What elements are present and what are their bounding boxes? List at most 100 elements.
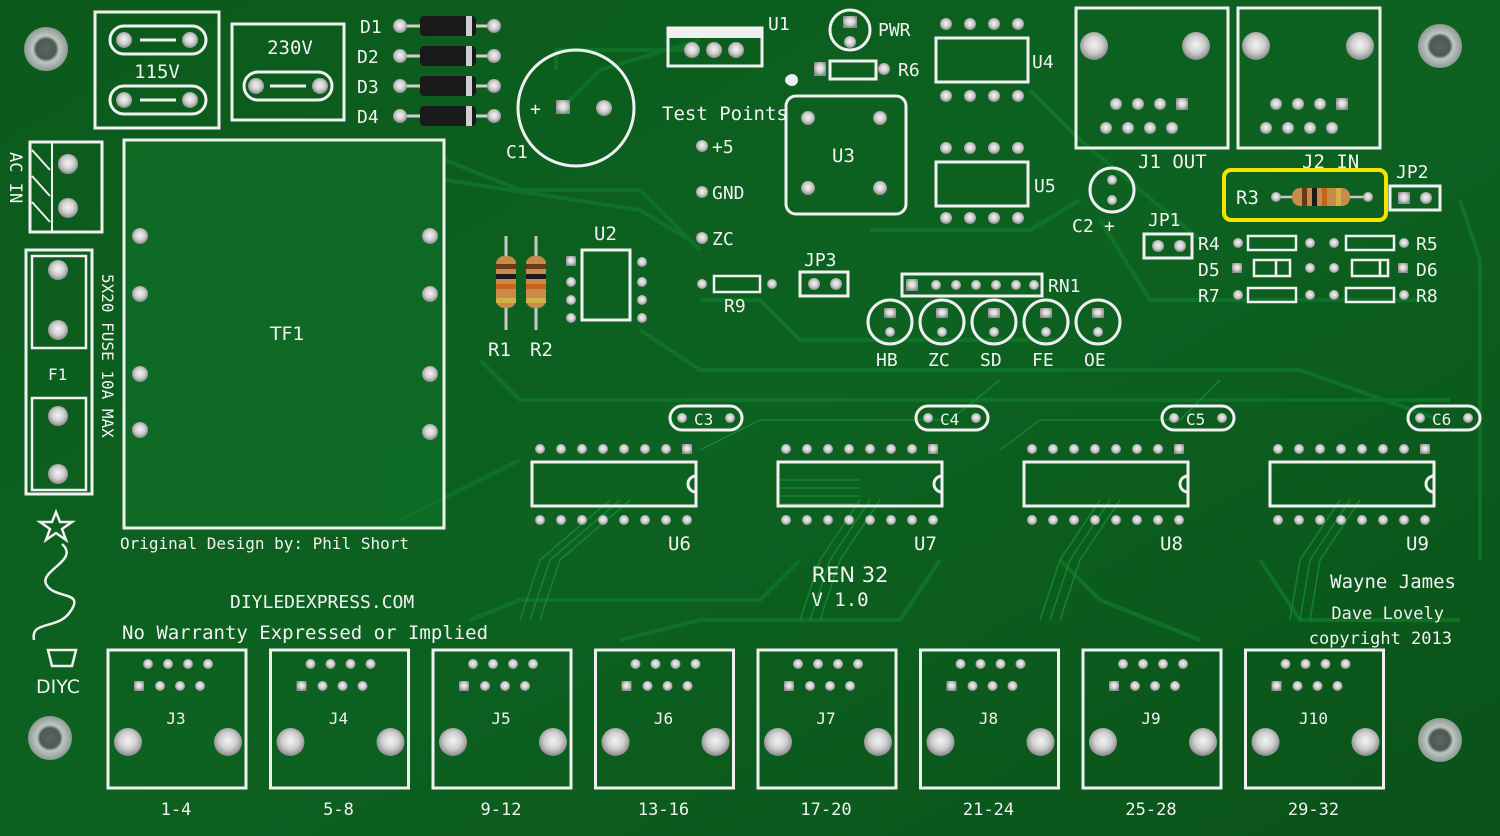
port-j7: J7 17-20 bbox=[756, 648, 898, 820]
label-c5: C5 bbox=[1186, 410, 1205, 429]
diyc-tree-logo bbox=[32, 508, 78, 668]
label-led-oe: OE bbox=[1084, 350, 1106, 371]
label-u8: U8 bbox=[1160, 533, 1183, 555]
port-range-label: 25-28 bbox=[1125, 800, 1176, 820]
port-id-label: J7 bbox=[816, 709, 835, 728]
label-d5: D5 bbox=[1198, 260, 1220, 281]
svg-text:+: + bbox=[530, 99, 541, 120]
label-u4: U4 bbox=[1032, 52, 1054, 73]
label-u6: U6 bbox=[668, 533, 691, 555]
label-u9: U9 bbox=[1406, 533, 1429, 555]
label-r2: R2 bbox=[530, 339, 553, 361]
label-tp-zc: ZC bbox=[712, 229, 734, 250]
label-r7: R7 bbox=[1198, 286, 1220, 307]
label-r6: R6 bbox=[898, 60, 920, 81]
label-r1: R1 bbox=[488, 339, 511, 361]
port-range-label: 21-24 bbox=[963, 800, 1014, 820]
label-led-hb: HB bbox=[876, 350, 898, 371]
label-jp3: JP3 bbox=[804, 250, 837, 271]
label-115v: 115V bbox=[134, 61, 180, 83]
label-r9: R9 bbox=[724, 296, 746, 317]
label-r8: R8 bbox=[1416, 286, 1438, 307]
jumper-jp3: JP3 bbox=[798, 250, 850, 298]
connector-j1: J1 OUT bbox=[1074, 6, 1230, 173]
label-rn1: RN1 bbox=[1048, 276, 1081, 297]
ic-u6 bbox=[530, 444, 698, 525]
capacitor-c1: + C1 bbox=[506, 48, 636, 168]
board-title: REN 32 bbox=[812, 563, 889, 587]
ic-u9 bbox=[1268, 444, 1436, 525]
jumper-jp2: JP2 bbox=[1388, 162, 1442, 212]
label-r3: R3 bbox=[1236, 187, 1259, 209]
label-led-fe: FE bbox=[1032, 350, 1054, 371]
warranty-text: No Warranty Expressed or Implied bbox=[122, 622, 488, 644]
resistors-r1-r2: R1 R2 bbox=[488, 236, 553, 361]
port-j9: J9 25-28 bbox=[1081, 648, 1223, 820]
test-points: Test Points +5 GND ZC bbox=[662, 103, 788, 250]
label-d4: D4 bbox=[357, 107, 379, 128]
label-u7: U7 bbox=[914, 533, 937, 555]
svg-text:+: + bbox=[1104, 216, 1115, 237]
port-range-label: 5-8 bbox=[323, 800, 354, 820]
board-version: V 1.0 bbox=[811, 589, 868, 611]
resistor-r9: R9 bbox=[697, 274, 777, 317]
port-id-label: J5 bbox=[491, 709, 510, 728]
label-d3: D3 bbox=[357, 77, 379, 98]
driver-ics bbox=[530, 444, 1436, 525]
port-id-label: J9 bbox=[1141, 709, 1160, 728]
label-u5: U5 bbox=[1034, 176, 1056, 197]
fuse-f1: F1 5X20 FUSE 10A MAX bbox=[24, 248, 117, 496]
label-jp2: JP2 bbox=[1396, 162, 1429, 183]
port-j5: J5 9-12 bbox=[431, 648, 573, 820]
label-ac-in: AC IN bbox=[5, 152, 25, 203]
resistor-network-rn1: RN1 bbox=[900, 272, 1081, 298]
label-230v: 230V bbox=[267, 37, 313, 59]
mounting-holes bbox=[24, 24, 1462, 762]
port-j3: J31-4 bbox=[106, 648, 248, 820]
capacitor-c5: C5 bbox=[1160, 404, 1236, 432]
label-fuse: 5X20 FUSE 10A MAX bbox=[98, 274, 117, 438]
original-design-credit: Original Design by: Phil Short bbox=[120, 534, 409, 553]
port-range-label: 9-12 bbox=[481, 800, 522, 820]
label-jp1: JP1 bbox=[1148, 210, 1181, 231]
port-range-label: 17-20 bbox=[800, 800, 851, 820]
label-pwr: PWR bbox=[878, 20, 911, 41]
port-id-label: J10 bbox=[1299, 709, 1328, 728]
label-tp-5v: +5 bbox=[712, 137, 734, 158]
output-ports: J31-4J45-8J59-12J613-16J717-20J821-24J92… bbox=[106, 648, 1385, 820]
ic-u4: U4 bbox=[934, 18, 1054, 102]
port-id-label: J3 bbox=[166, 709, 185, 728]
regulator-u3: U3 bbox=[784, 75, 908, 216]
copyright-text: copyright 2013 bbox=[1309, 629, 1452, 649]
label-f1: F1 bbox=[48, 365, 67, 384]
resistor-r6: R6 bbox=[786, 59, 920, 86]
regulator-u1: U1 bbox=[666, 14, 790, 68]
ac-in-terminal: AC IN bbox=[5, 140, 104, 234]
label-d1: D1 bbox=[360, 17, 382, 38]
label-u2: U2 bbox=[594, 223, 617, 245]
diodes-d1-d4: D1 D2 D3 D4 bbox=[357, 16, 501, 128]
capacitor-c6: C6 bbox=[1406, 404, 1482, 432]
label-led-sd: SD bbox=[980, 350, 1002, 371]
label-led-zc: ZC bbox=[928, 350, 950, 371]
ic-u5: U5 bbox=[934, 142, 1056, 224]
jumper-jp1: JP1 bbox=[1142, 210, 1194, 260]
label-d2: D2 bbox=[357, 47, 379, 68]
label-r5: R5 bbox=[1416, 234, 1438, 255]
transformer-tf1: TF1 bbox=[122, 138, 446, 530]
label-c2: C2 bbox=[1072, 216, 1094, 237]
label-c3: C3 bbox=[694, 410, 713, 429]
port-id-label: J8 bbox=[979, 709, 998, 728]
label-u3: U3 bbox=[832, 145, 855, 167]
diyc-text: DIYC bbox=[36, 676, 80, 698]
ic-u7 bbox=[776, 444, 944, 525]
port-range-label: 13-16 bbox=[638, 800, 689, 820]
voltage-selector-230: 230V bbox=[230, 22, 346, 122]
label-c4: C4 bbox=[940, 410, 959, 429]
label-d6: D6 bbox=[1416, 260, 1438, 281]
label-test-points: Test Points bbox=[662, 103, 788, 125]
label-r4: R4 bbox=[1198, 234, 1220, 255]
